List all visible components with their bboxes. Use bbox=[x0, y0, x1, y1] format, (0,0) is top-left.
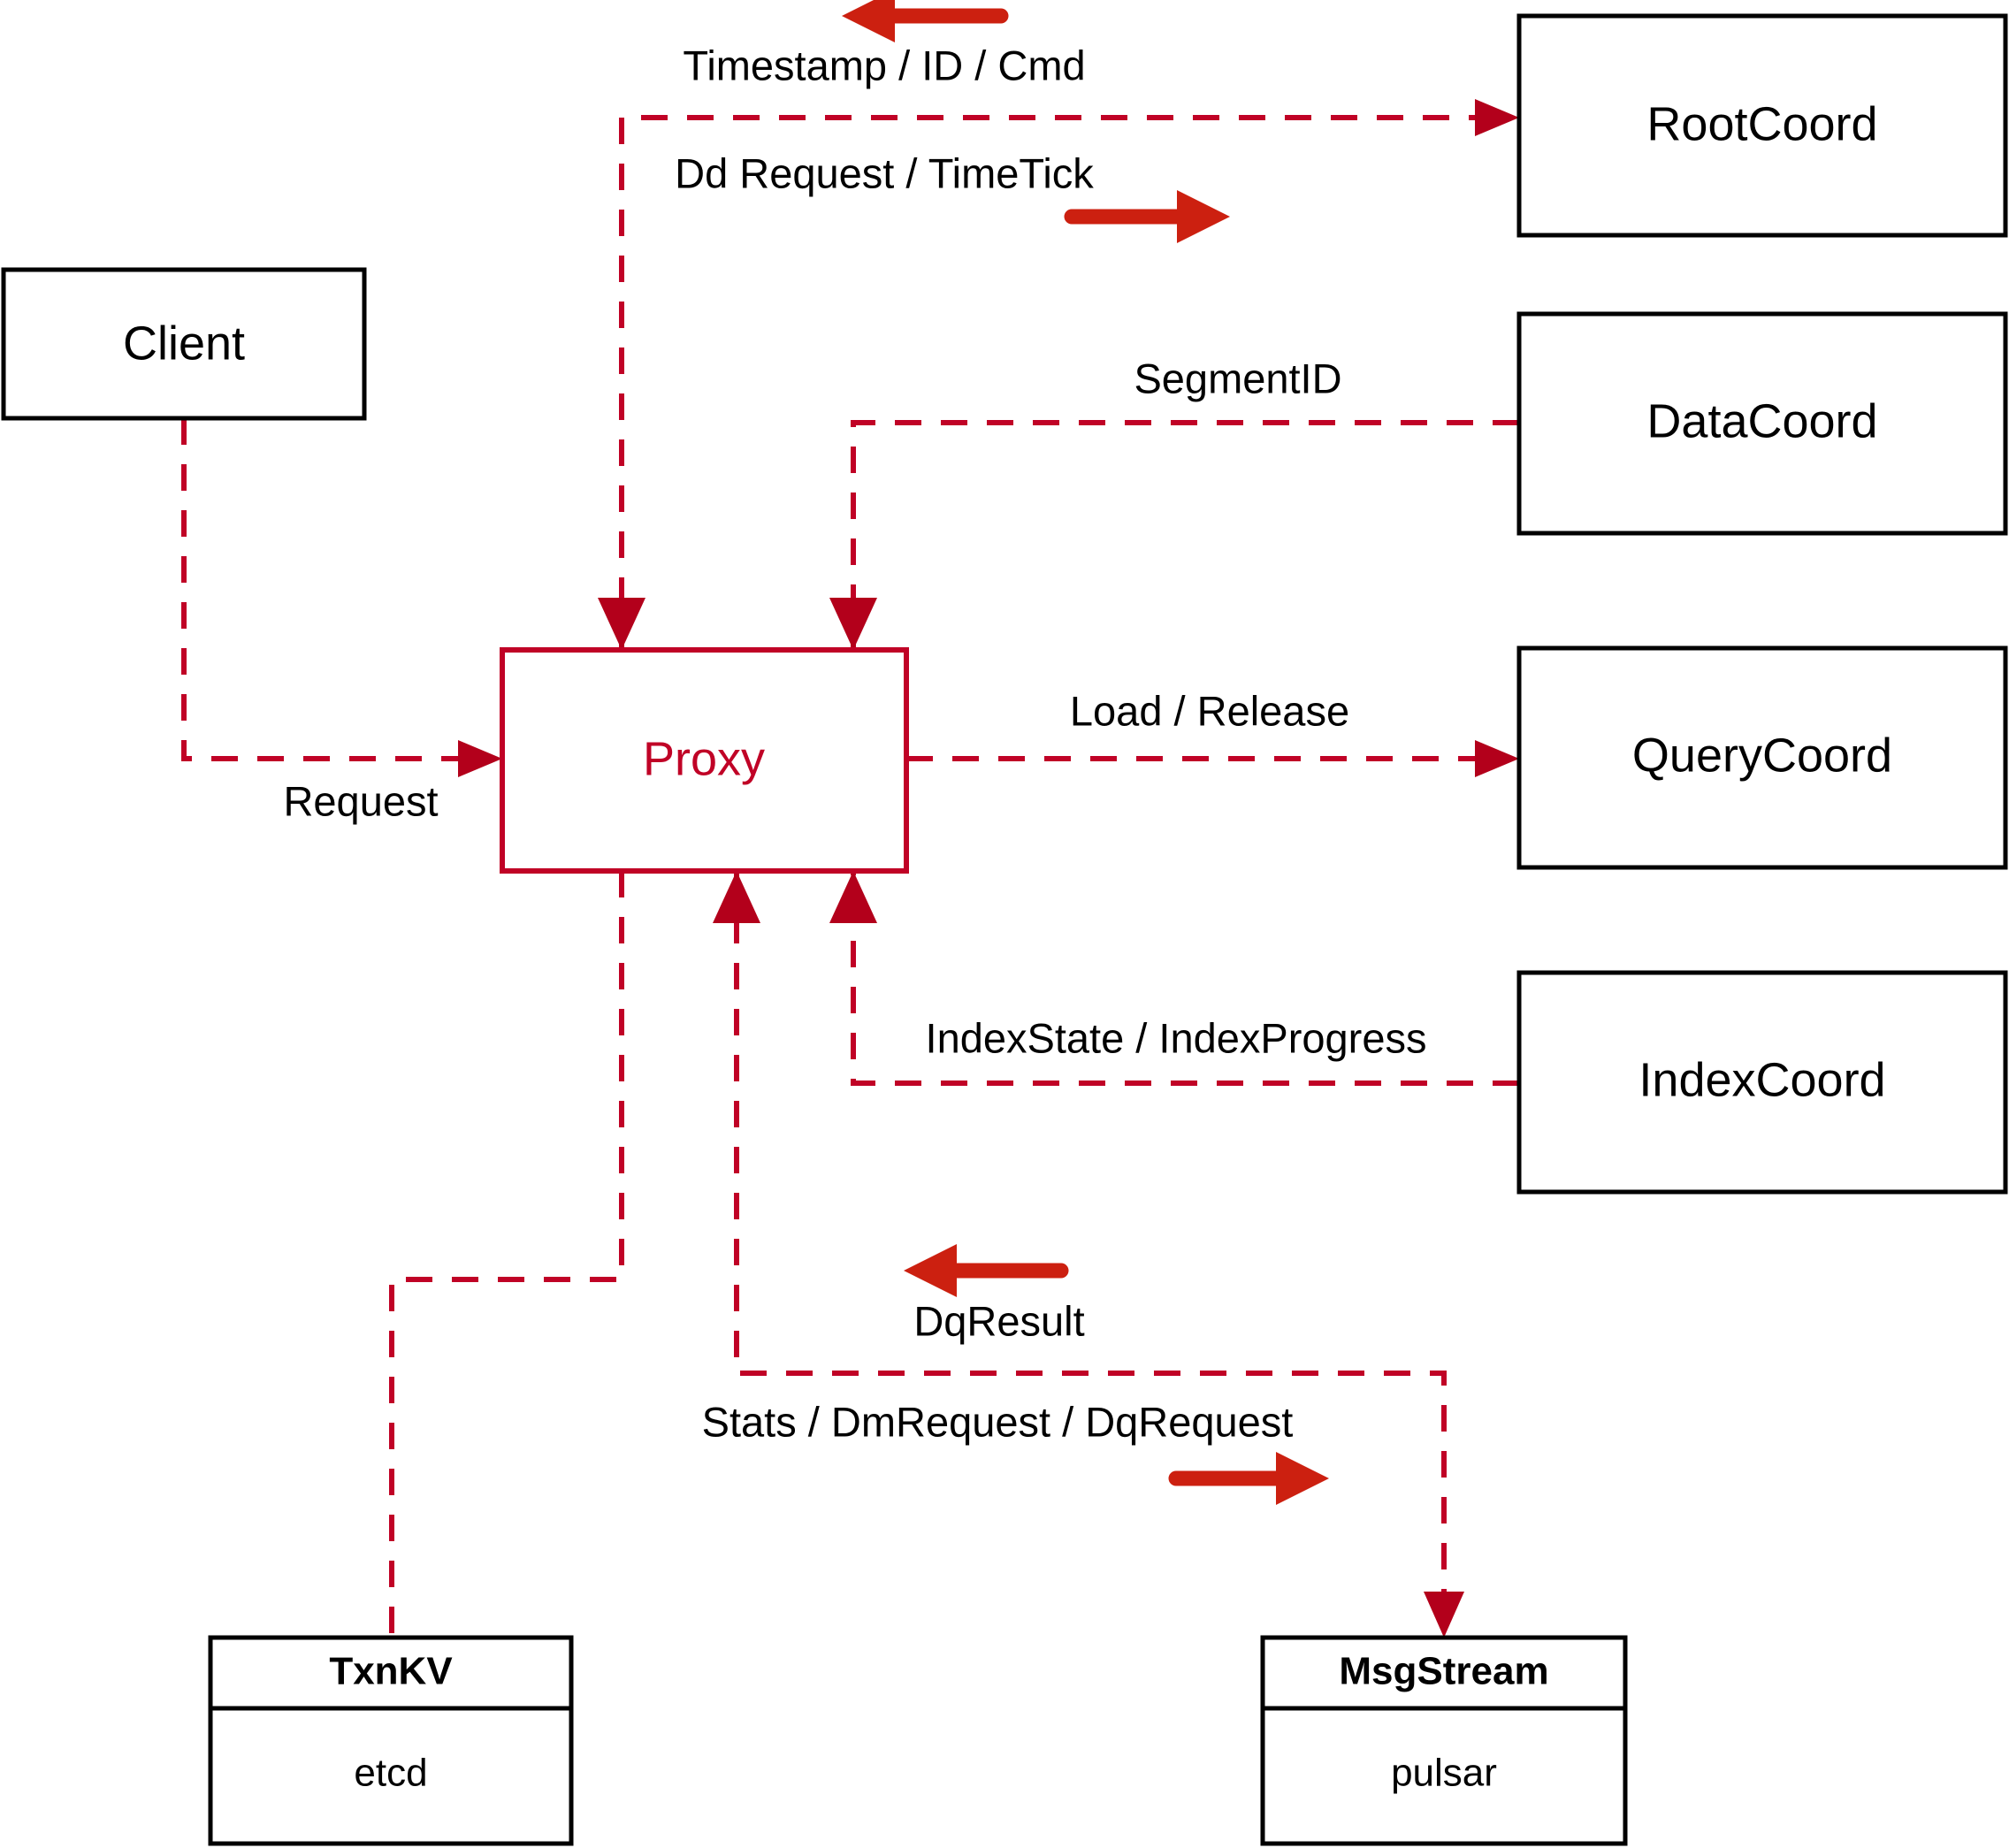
node-datacoord-background bbox=[1519, 314, 2005, 533]
connector-segment-id bbox=[851, 420, 1519, 650]
arrowhead-to-msgstream bbox=[1424, 1592, 1464, 1638]
node-proxy-border bbox=[500, 647, 909, 874]
node-indexcoord-label: IndexCoord bbox=[1639, 1053, 1885, 1106]
edge-label-index-state-progress: IndexState / IndexProgress bbox=[926, 1014, 1427, 1061]
edge-label-load-release: Load / Release bbox=[1070, 687, 1349, 734]
node-txnkv-title: TxnKV bbox=[329, 1650, 453, 1693]
direction-arrow-timestamp-id-cmd bbox=[842, 0, 1009, 42]
edge-label-timestamp-id-cmd: Timestamp / ID / Cmd bbox=[683, 42, 1085, 88]
node-client-label: Client bbox=[123, 317, 245, 370]
edge-label-dd-request-timetick: Dd Request / TimeTick bbox=[675, 149, 1094, 196]
node-msgstream-impl: pulsar bbox=[1391, 1752, 1497, 1795]
edge-label-stats-dm-dq-request: Stats / DmRequest / DqRequest bbox=[702, 1398, 1294, 1445]
arrowhead-into-proxy-bottom-right bbox=[829, 871, 877, 923]
arrowhead-into-proxy-left bbox=[598, 598, 645, 650]
connector-msgstream bbox=[734, 871, 1447, 1616]
node-txnkv-border bbox=[208, 1635, 574, 1846]
node-rootcoord-border bbox=[1516, 13, 2008, 238]
arrowhead-to-rootcoord bbox=[1475, 99, 1519, 136]
node-client-background bbox=[4, 270, 364, 418]
node-txnkv-background bbox=[210, 1638, 571, 1844]
arrowhead-into-proxy-bottom-mid bbox=[713, 871, 760, 923]
connector-request bbox=[181, 418, 482, 761]
connector-txnkv bbox=[389, 871, 624, 1638]
node-indexcoord-background bbox=[1519, 973, 2005, 1192]
node-querycoord-label: QueryCoord bbox=[1632, 729, 1892, 782]
edge-label-request: Request bbox=[283, 777, 438, 824]
node-proxy-background bbox=[502, 650, 906, 871]
node-msgstream-background bbox=[1263, 1638, 1625, 1844]
node-datacoord-border bbox=[1516, 311, 2008, 536]
node-rootcoord-background bbox=[1519, 16, 2005, 235]
node-querycoord-background bbox=[1519, 648, 2005, 867]
node-proxy-label: Proxy bbox=[643, 732, 765, 785]
arrowhead-into-proxy-west bbox=[458, 740, 502, 777]
direction-arrow-stats-dm-dq-request bbox=[1168, 1452, 1329, 1505]
node-datacoord-label: DataCoord bbox=[1646, 394, 1877, 447]
node-txnkv-impl: etcd bbox=[354, 1752, 427, 1795]
arrowhead-to-querycoord bbox=[1475, 740, 1519, 777]
node-msgstream-border bbox=[1260, 1635, 1628, 1846]
node-indexcoord-border bbox=[1516, 970, 2008, 1195]
edge-label-segment-id: SegmentID bbox=[1134, 355, 1341, 401]
connector-dd-request-timetick bbox=[619, 115, 1497, 650]
node-client-border bbox=[1, 267, 367, 421]
node-querycoord-border bbox=[1516, 645, 2008, 870]
direction-arrow-dq-result bbox=[904, 1244, 1069, 1297]
direction-arrow-dd-request-timetick bbox=[1064, 190, 1230, 243]
edge-label-dq-result: DqResult bbox=[913, 1297, 1084, 1344]
node-rootcoord-label: RootCoord bbox=[1646, 97, 1877, 150]
node-msgstream-title: MsgStream bbox=[1339, 1650, 1548, 1693]
connector-index-state-progress bbox=[851, 871, 1519, 1086]
arrowhead-into-proxy-right bbox=[829, 598, 877, 650]
